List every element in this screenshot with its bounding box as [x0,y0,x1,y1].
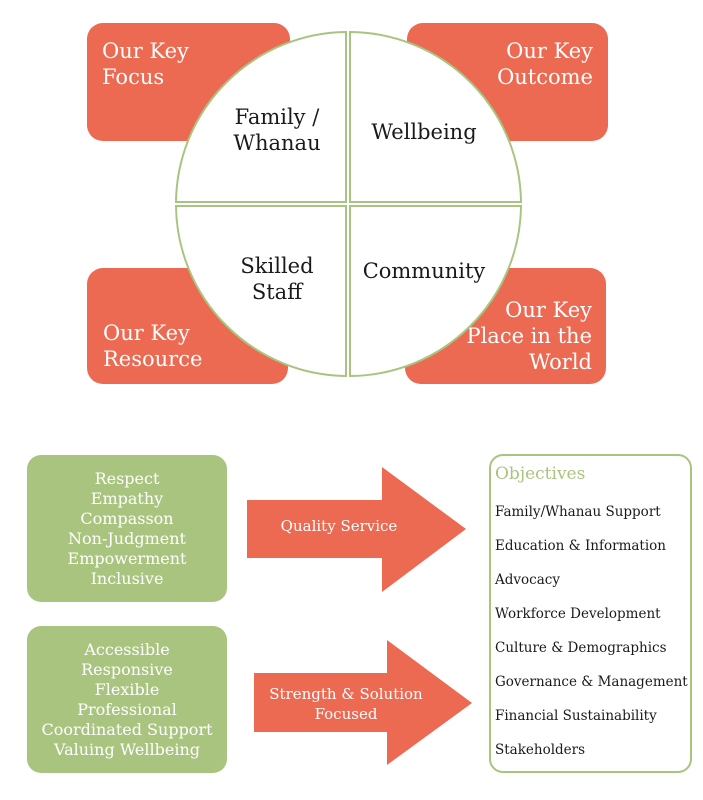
key-place-line1: Our Key [505,298,592,322]
objective-item: Financial Sustainability [495,708,657,724]
key-outcome-label: Our Key Outcome [497,38,593,90]
strength-solution-arrow [254,640,472,765]
value-item: Empathy [90,488,164,508]
quadrant-family-line1: Family / [234,105,320,129]
objective-item: Education & Information [495,538,666,554]
key-place-label: Our Key Place in the World [466,297,592,375]
objective-item: Stakeholders [495,742,586,758]
quadrant-skilled-line1: Skilled [240,254,314,278]
key-place-line3: World [529,350,592,374]
strength-solution-line1: Strength & Solution [269,685,423,703]
value-item: Inclusive [90,568,164,588]
key-focus-line1: Our Key [102,39,189,63]
key-focus-line2: Focus [102,65,165,89]
value-item: Professional [77,699,177,719]
quadrant-skilled-staff-label: Skilled Staff [222,253,332,305]
strength-solution-line2: Focused [314,705,378,723]
quadrant-bottom-right [349,205,523,378]
objective-item: Advocacy [495,572,560,588]
objective-item: Family/Whanau Support [495,504,661,520]
quality-service-arrow [247,467,466,592]
value-item: Empowerment [67,548,187,568]
objectives-title: Objectives [495,464,586,484]
key-focus-label: Our Key Focus [102,38,189,90]
objective-item: Governance & Management [495,674,688,690]
value-item: Accessible [84,639,170,659]
key-resource-label: Our Key Resource [103,320,202,372]
quadrant-family-line2: Whanau [233,131,321,155]
quadrant-skilled-line2: Staff [251,280,303,304]
quadrant-wellbeing-label: Wellbeing [364,119,484,145]
quadrant-community-line1: Community [362,259,486,283]
quadrant-wellbeing-line1: Wellbeing [371,120,477,144]
key-place-line2: Place in the [466,324,592,348]
value-item: Non-Judgment [68,528,186,548]
value-item: Coordinated Support [41,719,213,739]
value-item: Responsive [81,659,173,679]
arrows [247,467,472,765]
quadrant-family-whanau-label: Family / Whanau [222,104,332,156]
value-item: Valuing Wellbeing [53,739,200,759]
quadrant-community-label: Community [356,258,492,284]
key-outcome-line1: Our Key [506,39,593,63]
quality-service-line1: Quality Service [280,517,398,535]
value-item: Compasson [80,508,174,528]
quadrant-top-right [349,30,523,203]
strength-solution-label: Strength & Solution Focused [254,684,438,724]
quadrant-bottom-left [174,205,347,378]
value-item: Respect [94,468,160,488]
key-resource-line2: Resource [103,347,203,371]
quality-service-label: Quality Service [247,516,431,536]
quadrant-top-left [174,30,347,203]
objective-item: Culture & Demographics [495,640,667,656]
objective-item: Workforce Development [495,606,661,622]
key-resource-line1: Our Key [103,321,190,345]
quadrant-circle [174,30,523,378]
value-item: Flexible [94,679,160,699]
key-outcome-line2: Outcome [497,65,593,89]
